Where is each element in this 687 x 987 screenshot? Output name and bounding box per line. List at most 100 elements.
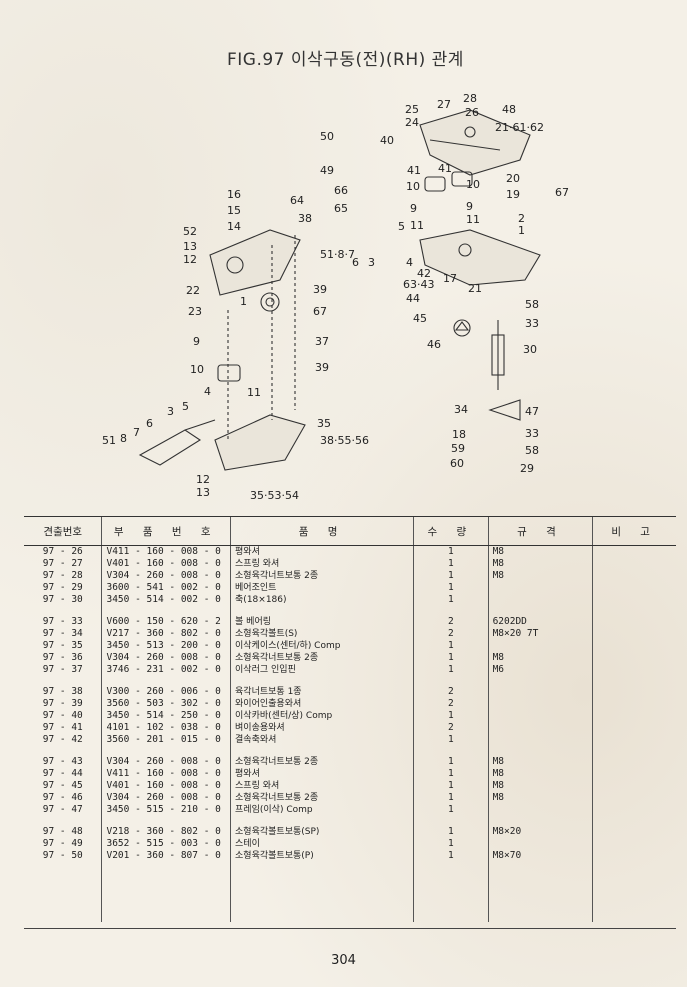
empty-cell — [413, 898, 489, 910]
remarks-cell — [592, 804, 676, 816]
empty-cell — [101, 898, 231, 910]
remarks-cell — [592, 722, 676, 734]
quantity-cell: 1 — [413, 792, 489, 804]
part-no-cell: V304 - 260 - 008 - 0 — [101, 756, 231, 768]
part-name-cell: 스테이 — [230, 838, 414, 850]
spacer-cell — [230, 606, 414, 616]
part-name-cell: 소형육각볼트(S) — [230, 628, 414, 640]
ref-no-cell: 97 - 26 — [42, 546, 83, 557]
empty-cell — [413, 862, 489, 874]
svg-text:5: 5 — [182, 400, 189, 413]
spec-cell — [487, 838, 593, 850]
quantity-cell: 1 — [413, 756, 489, 768]
remarks-cell — [592, 628, 676, 640]
remarks-cell — [592, 664, 676, 676]
part-name-cell: 이삭카바(센터/상) Comp — [230, 710, 414, 722]
svg-text:11: 11 — [247, 386, 261, 399]
svg-text:33: 33 — [525, 317, 539, 330]
svg-text:12: 12 — [183, 253, 197, 266]
quantity-cell: 1 — [413, 768, 489, 780]
empty-cell — [413, 886, 489, 898]
svg-text:44: 44 — [406, 292, 420, 305]
ref-no-cell: 97 - 48 — [42, 826, 83, 837]
spec-cell: 6202DD — [487, 616, 593, 628]
empty-cell — [230, 862, 414, 874]
svg-text:47: 47 — [525, 405, 539, 418]
svg-text:2: 2 — [518, 212, 525, 225]
spacer-cell — [24, 676, 102, 686]
svg-text:50: 50 — [320, 130, 334, 143]
svg-text:4: 4 — [204, 385, 211, 398]
part-no-cell: V600 - 150 - 620 - 2 — [101, 616, 231, 628]
svg-text:41: 41 — [438, 162, 452, 175]
svg-text:11: 11 — [410, 219, 424, 232]
quantity-cell: 1 — [413, 652, 489, 664]
quantity-cell: 1 — [413, 558, 489, 570]
part-no-cell: V201 - 360 - 807 - 0 — [101, 850, 231, 862]
svg-text:12: 12 — [196, 473, 210, 486]
svg-text:11: 11 — [466, 213, 480, 226]
ref-no-cell: 97 - 38 — [42, 686, 83, 697]
remarks-cell — [592, 582, 676, 594]
empty-cell — [592, 874, 676, 886]
header-remarks: 비 고 — [592, 516, 676, 546]
empty-cell — [24, 874, 102, 886]
empty-cell — [487, 898, 593, 910]
svg-text:25: 25 — [405, 103, 419, 116]
ref-no-cell: 97 - 42 — [42, 734, 83, 745]
table-header-row: 견출번호 부 품 번 호 품 명 수 량 규 격 비 고 — [24, 516, 676, 546]
svg-text:39: 39 — [313, 283, 327, 296]
part-no-cell: V218 - 360 - 802 - 0 — [101, 826, 231, 838]
remarks-cell — [592, 698, 676, 710]
ref-no-cell: 97 - 30 — [42, 594, 83, 605]
quantity-cell: 2 — [413, 722, 489, 734]
quantity-cell: 2 — [413, 698, 489, 710]
svg-text:4: 4 — [406, 256, 413, 269]
ref-no-cell: 97 - 44 — [42, 768, 83, 779]
svg-text:3: 3 — [167, 405, 174, 418]
spacer-cell — [487, 746, 593, 756]
svg-text:10: 10 — [406, 180, 420, 193]
svg-text:66: 66 — [334, 184, 348, 197]
empty-cell — [592, 862, 676, 874]
part-no-cell: 3746 - 231 - 002 - 0 — [101, 664, 231, 676]
quantity-cell: 1 — [413, 826, 489, 838]
empty-cell — [230, 898, 414, 910]
part-name-cell: 소형육각너트보통 2종 — [230, 570, 414, 582]
remarks-cell — [592, 780, 676, 792]
part-no-cell: 3600 - 541 - 002 - 0 — [101, 582, 231, 594]
svg-text:51: 51 — [102, 434, 116, 447]
part-name-cell: 베어조인트 — [230, 582, 414, 594]
ref-no-cell: 97 - 40 — [42, 710, 83, 721]
header-ref-no: 견출번호 — [24, 516, 102, 546]
spacer-cell — [230, 676, 414, 686]
table-bottom-rule — [24, 928, 676, 929]
spec-cell — [487, 804, 593, 816]
spec-cell: M8×20 — [487, 826, 593, 838]
quantity-cell: 1 — [413, 780, 489, 792]
svg-text:60: 60 — [450, 457, 464, 470]
svg-text:40: 40 — [380, 134, 394, 147]
part-name-cell: 평와셔 — [230, 768, 414, 780]
empty-cell — [487, 862, 593, 874]
part-name-cell: 스프링 와셔 — [230, 558, 414, 570]
spacer-cell — [413, 676, 489, 686]
part-no-cell: V401 - 160 - 008 - 0 — [101, 558, 231, 570]
empty-cell — [230, 910, 414, 922]
spacer-cell — [24, 816, 102, 826]
spacer-cell — [24, 746, 102, 756]
empty-cell — [413, 910, 489, 922]
part-name-cell: 와이어인출용와셔 — [230, 698, 414, 710]
quantity-cell: 2 — [413, 616, 489, 628]
svg-text:48: 48 — [502, 103, 516, 116]
svg-text:17: 17 — [443, 272, 457, 285]
remarks-cell — [592, 768, 676, 780]
spec-cell — [487, 594, 593, 606]
spec-cell — [487, 722, 593, 734]
svg-text:37: 37 — [315, 335, 329, 348]
